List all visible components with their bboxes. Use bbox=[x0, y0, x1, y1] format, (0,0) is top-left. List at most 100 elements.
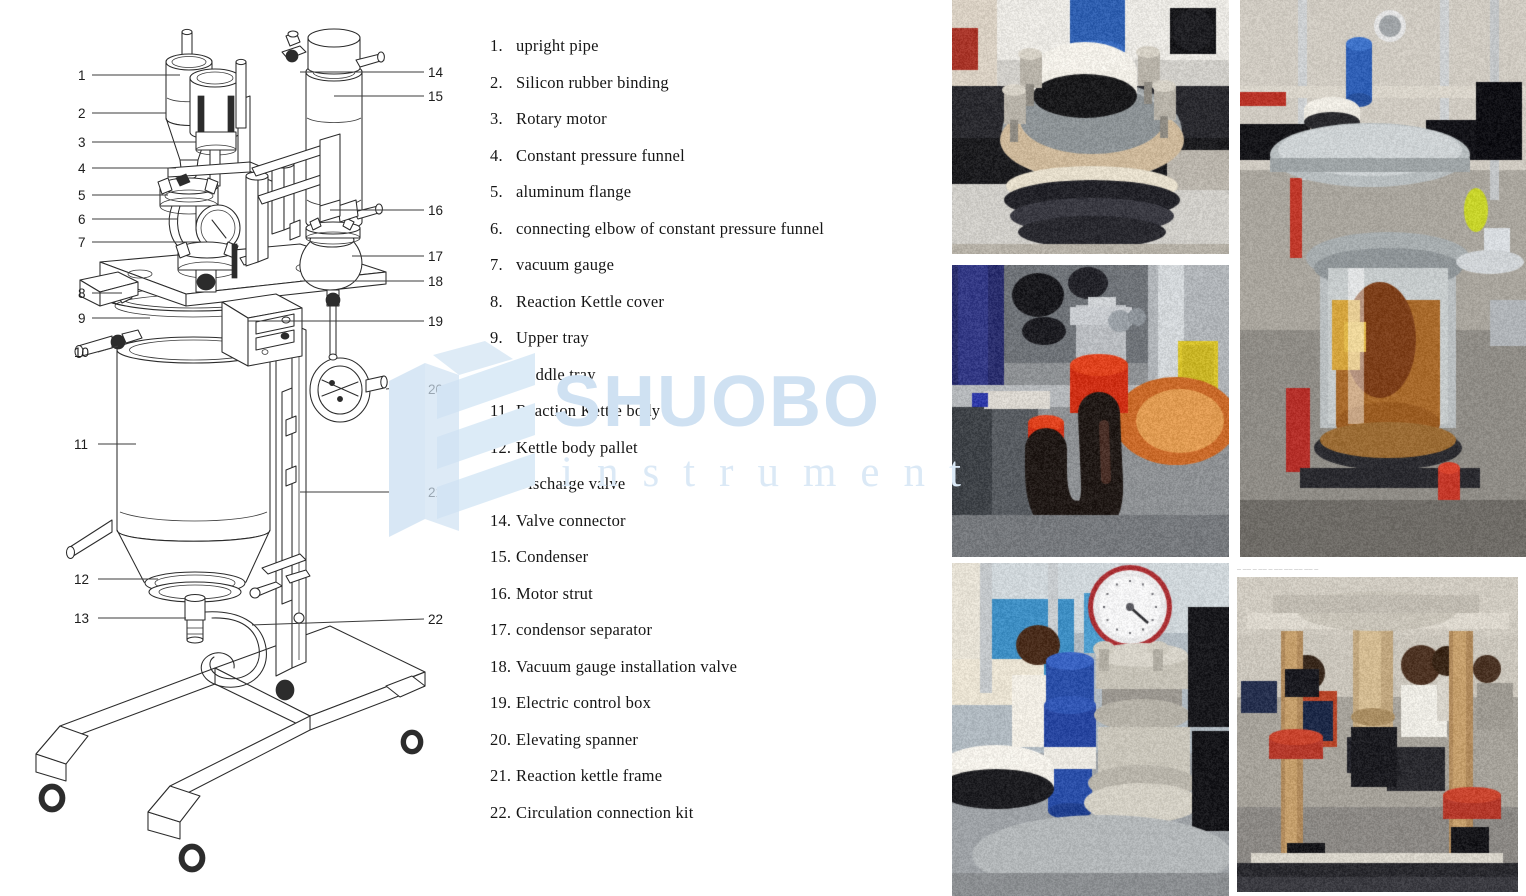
parts-list-item: 8. Reaction Kettle cover bbox=[490, 284, 940, 321]
parts-list-item-number: 6. bbox=[490, 218, 503, 238]
parts-list-item-label: connecting elbow of constant pressure fu… bbox=[516, 218, 824, 238]
svg-text:22: 22 bbox=[428, 612, 443, 627]
parts-list-item-label: Circulation connection kit bbox=[516, 802, 694, 822]
parts-list-item: 19.Electric control box bbox=[490, 685, 940, 722]
product-photo-grid: — —— — —— — —— —— —— —— — bbox=[945, 0, 1526, 896]
svg-text:2: 2 bbox=[78, 106, 86, 121]
kettle-frame-base bbox=[35, 625, 426, 873]
svg-text:7: 7 bbox=[78, 235, 86, 250]
callout-5: 5 bbox=[78, 188, 168, 203]
callout-10: 10 bbox=[74, 345, 119, 360]
svg-text:16: 16 bbox=[428, 203, 443, 218]
svg-text:14: 14 bbox=[428, 65, 444, 80]
condenser bbox=[305, 28, 385, 230]
parts-list-item-label: Kettle body pallet bbox=[516, 437, 638, 457]
diagram-svg: .ln{fill:none;stroke:#2b2b2b;stroke-widt… bbox=[35, 28, 444, 873]
svg-text:21: 21 bbox=[428, 485, 443, 500]
reactor-line-drawing: .ln{fill:none;stroke:#2b2b2b;stroke-widt… bbox=[0, 0, 470, 896]
parts-list-item: 2.Silicon rubber binding bbox=[490, 65, 940, 102]
parts-list-item: 21.Reaction kettle frame bbox=[490, 758, 940, 795]
svg-text:6: 6 bbox=[78, 212, 86, 227]
parts-list-item-label: Reaction Kettle body bbox=[516, 401, 661, 420]
parts-list-item-number: 18. bbox=[490, 656, 512, 676]
parts-list-item: 22. Circulation connection kit bbox=[490, 795, 940, 832]
reaction-kettle-cover-photo[interactable] bbox=[952, 0, 1229, 254]
parts-list-item-label: Condenser bbox=[516, 547, 589, 566]
callout-2: 2 bbox=[78, 106, 166, 121]
parts-list-item-label: Elevating spanner bbox=[516, 729, 639, 749]
svg-text:12: 12 bbox=[74, 572, 89, 587]
parts-list-item-label: upright pipe bbox=[516, 36, 599, 55]
callout-8: 8 bbox=[78, 286, 122, 301]
parts-list-item: 10.Middle tray bbox=[490, 357, 940, 394]
parts-list-item: 4.Constant pressure funnel bbox=[490, 138, 940, 175]
parts-list-item-label: Upper tray bbox=[516, 328, 590, 347]
callout-3: 3 bbox=[78, 135, 196, 150]
svg-text:10: 10 bbox=[74, 345, 89, 360]
electric-control-box bbox=[221, 293, 303, 367]
parts-list-item-number: 21. bbox=[490, 766, 512, 785]
callout-21: 21 bbox=[300, 485, 443, 500]
parts-list-item: 12.Kettle body pallet bbox=[490, 430, 940, 467]
discharge-valve-assembly bbox=[184, 553, 311, 688]
parts-list-item-number: 14. bbox=[490, 510, 512, 530]
discharge-valve-hose-photo[interactable] bbox=[952, 265, 1229, 557]
callout-6: 6 bbox=[78, 212, 178, 227]
parts-list-item: 15.Condenser bbox=[490, 539, 940, 576]
callout-7: 7 bbox=[78, 235, 200, 250]
callout-1: 1 bbox=[78, 68, 180, 83]
callout-17: 17 bbox=[352, 249, 443, 264]
parts-list-item-label: Middle tray bbox=[516, 364, 596, 384]
photo5-caption: — —— — —— — —— —— —— —— — bbox=[1237, 566, 1319, 571]
svg-text:3: 3 bbox=[78, 135, 86, 150]
svg-text:18: 18 bbox=[428, 274, 443, 289]
parts-list-item-number: 8. bbox=[490, 291, 503, 311]
parts-list-item-label: Electric control box bbox=[516, 693, 652, 712]
parts-list-item: 9. Upper tray bbox=[490, 320, 940, 357]
parts-list-item-number: 5. bbox=[490, 182, 503, 201]
parts-list-item-number: 20. bbox=[490, 729, 512, 749]
parts-list-item: 13.Discharge valve bbox=[490, 466, 940, 503]
parts-list-item: 5. aluminum flange bbox=[490, 174, 940, 211]
parts-list-item-number: 13. bbox=[490, 474, 512, 493]
upright-pipes bbox=[245, 133, 359, 267]
parts-list-item-label: Silicon rubber binding bbox=[516, 72, 669, 92]
parts-list-item-number: 12. bbox=[490, 437, 512, 457]
callouts-left: 1 2 3 4 5 6 7 8 9 10 11 12 13 bbox=[74, 68, 200, 626]
callout-12: 12 bbox=[74, 572, 158, 587]
parts-list-item-number: 19. bbox=[490, 693, 512, 712]
svg-text:5: 5 bbox=[78, 188, 86, 203]
svg-text:20: 20 bbox=[428, 382, 443, 397]
parts-list-item-number: 9. bbox=[490, 328, 503, 347]
callout-20: 20 bbox=[385, 382, 443, 397]
valve-connector bbox=[281, 30, 307, 63]
reactor-frame-clamps-photo[interactable] bbox=[1237, 577, 1518, 892]
svg-text:19: 19 bbox=[428, 314, 443, 329]
parts-list-item-label: Motor strut bbox=[516, 583, 593, 603]
parts-list-item-label: aluminum flange bbox=[516, 182, 632, 201]
vacuum-gauge-motor-photo[interactable] bbox=[952, 563, 1229, 896]
elevating-spanner-handwheel bbox=[309, 357, 388, 423]
parts-list-item-number: 11. bbox=[490, 401, 511, 420]
parts-list-item: 16.Motor strut bbox=[490, 576, 940, 613]
parts-list-item: 18. Vacuum gauge installation valve bbox=[490, 649, 940, 686]
parts-list-item: 1.upright pipe bbox=[490, 28, 940, 65]
callout-13: 13 bbox=[74, 611, 186, 626]
svg-text:4: 4 bbox=[78, 161, 86, 176]
parts-list-item: 14.Valve connector bbox=[490, 503, 940, 540]
callout-11: 11 bbox=[74, 437, 136, 452]
reaction-kettle-body bbox=[65, 336, 271, 603]
parts-list-item-label: Constant pressure funnel bbox=[516, 145, 685, 165]
parts-list-item-label: Discharge valve bbox=[516, 474, 626, 493]
glass-reactor-vessel-photo[interactable] bbox=[1240, 0, 1526, 557]
callout-18: 18 bbox=[300, 274, 443, 289]
callout-15: 15 bbox=[334, 89, 443, 104]
valve-cluster-on-cover bbox=[74, 241, 265, 359]
parts-list-item-label: Reaction Kettle cover bbox=[516, 291, 665, 311]
page-heading: Function bbox=[0, 0, 200, 5]
middle-tray-plate bbox=[79, 271, 139, 307]
parts-list-item-number: 15. bbox=[490, 547, 512, 566]
parts-list-item: 11. Reaction Kettle body bbox=[490, 393, 940, 430]
